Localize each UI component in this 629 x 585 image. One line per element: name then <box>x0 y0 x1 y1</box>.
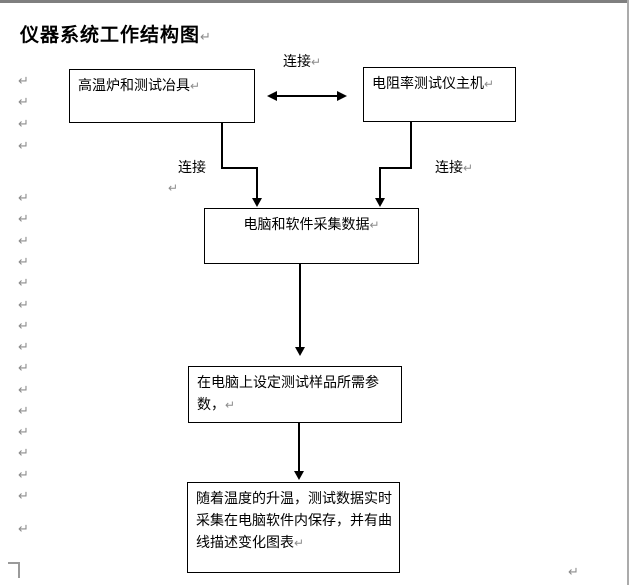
text-boundary-corner <box>18 562 20 578</box>
paragraph-mark-icon: ↵ <box>168 181 179 195</box>
arrowhead-right <box>337 91 347 101</box>
label-connect-top[interactable]: 连接↵ <box>283 51 321 72</box>
paragraph-mark-icon: ↵ <box>18 233 29 248</box>
arrowhead-left <box>267 91 277 101</box>
label-connect-left[interactable]: 连接 ↵ <box>168 157 206 198</box>
paragraph-mark-icon: ↵ <box>225 398 236 412</box>
paragraph-mark-icon: ↵ <box>18 521 29 536</box>
page-top-edge <box>0 0 629 3</box>
arrowhead-down <box>252 198 262 207</box>
paragraph-mark-icon: ↵ <box>18 382 29 397</box>
box-furnace-label: 高温炉和测试冶具 <box>78 77 190 93</box>
connector-line <box>298 423 300 472</box>
flowchart-box-computer[interactable]: 电脑和软件采集数据↵ <box>204 208 419 264</box>
paragraph-mark-icon: ↵ <box>200 29 211 44</box>
document-title: 仪器系统工作结构图↵ <box>20 20 211 47</box>
paragraph-mark-icon: ↵ <box>18 211 29 226</box>
paragraph-mark-icon: ↵ <box>18 360 29 375</box>
connector-line <box>379 167 412 169</box>
box-params-line1: 在电脑上设定测试样品所需参 <box>197 374 379 390</box>
paragraph-mark-icon: ↵ <box>18 403 29 418</box>
paragraph-mark-icon: ↵ <box>369 218 380 232</box>
connector-line <box>299 264 301 348</box>
arrowhead-down <box>295 347 305 356</box>
paragraph-mark-icon: ↵ <box>18 254 29 269</box>
box-record-line3: 线描述变化图表 <box>196 534 294 550</box>
paragraph-mark-icon: ↵ <box>311 55 322 69</box>
paragraph-mark-icon: ↵ <box>18 339 29 354</box>
paragraph-mark-icon: ↵ <box>18 190 29 205</box>
paragraph-mark-icon: ↵ <box>18 467 29 482</box>
paragraph-mark-icon: ↵ <box>18 424 29 439</box>
paragraph-mark-icon: ↵ <box>568 564 579 579</box>
paragraph-mark-icon: ↵ <box>18 138 29 153</box>
text-boundary-corner <box>8 562 20 564</box>
box-record-line1: 随着温度的升温，测试数据实时 <box>196 490 392 506</box>
connector-line <box>276 95 338 97</box>
box-params-line2: 数， <box>197 396 225 412</box>
paragraph-mark-icon: ↵ <box>18 318 29 333</box>
connect-top-text: 连接 <box>283 53 311 69</box>
flowchart-box-furnace[interactable]: 高温炉和测试冶具↵ <box>69 69 255 123</box>
connect-left-text: 连接 <box>178 159 206 175</box>
arrowhead-down <box>375 198 385 207</box>
box-record-line2: 采集在电脑软件内保存，并有曲 <box>196 512 392 528</box>
label-connect-right[interactable]: 连接↵ <box>435 157 473 178</box>
paragraph-mark-icon: ↵ <box>18 73 29 88</box>
paragraph-mark-icon: ↵ <box>18 488 29 503</box>
paragraph-mark-icon: ↵ <box>18 116 29 131</box>
paragraph-mark-icon: ↵ <box>18 297 29 312</box>
flowchart-box-params[interactable]: 在电脑上设定测试样品所需参数，↵ <box>188 366 402 423</box>
connector-line <box>221 167 258 169</box>
paragraph-mark-icon: ↵ <box>484 77 495 91</box>
paragraph-mark-icon: ↵ <box>18 94 29 109</box>
connector-line <box>379 167 381 200</box>
connector-line <box>256 167 258 200</box>
flowchart-box-record[interactable]: 随着温度的升温，测试数据实时采集在电脑软件内保存，并有曲线描述变化图表↵ <box>187 482 400 573</box>
arrowhead-down <box>294 471 304 480</box>
box-tester-label: 电阻率测试仪主机 <box>372 75 484 91</box>
paragraph-mark-icon: ↵ <box>294 536 305 550</box>
box-computer-label: 电脑和软件采集数据 <box>243 216 370 232</box>
flowchart-box-tester[interactable]: 电阻率测试仪主机↵ <box>363 67 516 122</box>
paragraph-mark-icon: ↵ <box>18 275 29 290</box>
paragraph-mark-icon: ↵ <box>18 445 29 460</box>
paragraph-mark-icon: ↵ <box>463 161 474 175</box>
connector-line <box>410 122 412 169</box>
connect-right-text: 连接 <box>435 159 463 175</box>
paragraph-mark-icon: ↵ <box>190 79 201 93</box>
page-right-edge <box>627 0 629 585</box>
connector-line <box>221 123 223 169</box>
title-text: 仪器系统工作结构图 <box>20 25 201 46</box>
